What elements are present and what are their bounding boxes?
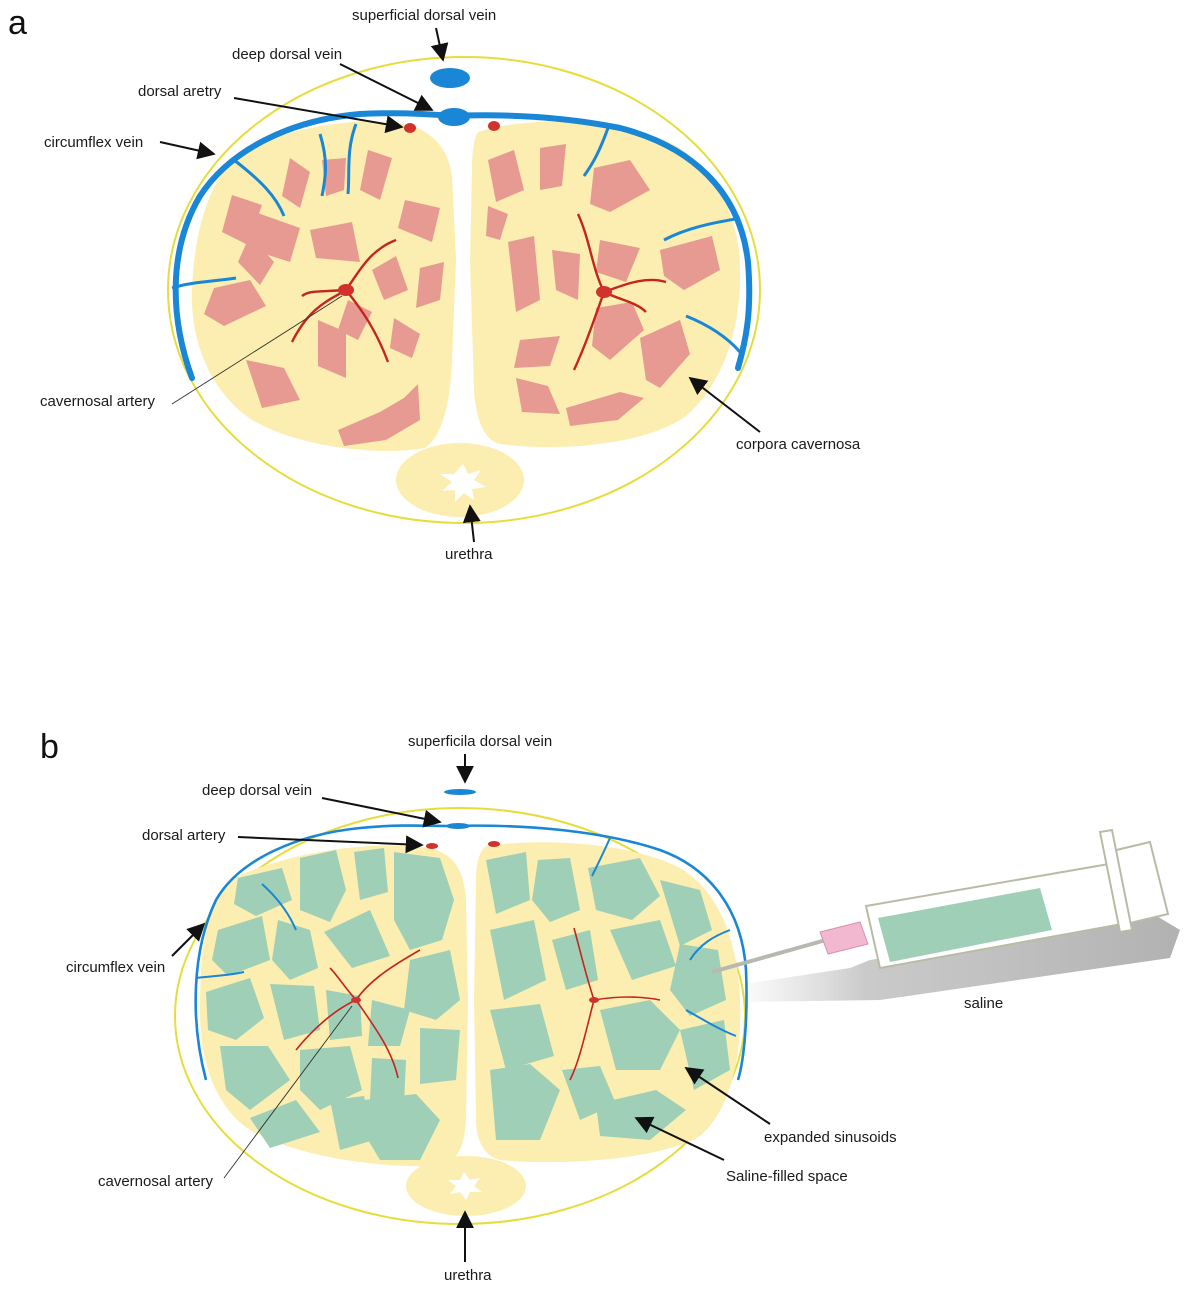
arrow-corpora-cavernosa-a: [688, 376, 761, 433]
urethral-lumen-b: [448, 1172, 482, 1200]
dorsal-artery-left-b: [426, 843, 438, 849]
cavernosal-artery-left-center-a: [338, 284, 354, 296]
label-urethra-a: urethra: [445, 546, 493, 563]
cavernosal-artery-left-center-b: [351, 997, 361, 1003]
leader-cavernosal-artery-a: [171, 295, 343, 405]
label-superficial-dorsal-vein-a: superficial dorsal vein: [352, 7, 496, 24]
syringe-saline-fill: [878, 888, 1052, 962]
panel-b-letter: b: [40, 728, 59, 766]
arrow-urethra-a: [462, 504, 481, 543]
syringe-needle: [711, 938, 827, 974]
label-saline: saline: [964, 995, 1003, 1012]
expanded-sinusoids-b-right: [486, 852, 730, 1140]
label-deep-dorsal-vein-a: deep dorsal vein: [232, 46, 342, 63]
label-dorsal-artery-a: dorsal aretry: [138, 83, 222, 100]
syringe-needle-hub: [819, 921, 869, 955]
arrow-expanded-sinusoids-b: [684, 1067, 771, 1125]
label-saline-filled-space-b: Saline-filled space: [726, 1168, 848, 1185]
panel-a: a: [8, 4, 861, 563]
cavernosal-artery-right-center-b: [589, 997, 599, 1003]
label-corpora-cavernosa-a: corpora cavernosa: [736, 436, 861, 453]
urethral-lumen-a: [440, 464, 486, 502]
label-expanded-sinusoids-b: expanded sinusoids: [764, 1129, 897, 1146]
arrow-circumflex-vein-a: [159, 141, 216, 160]
label-dorsal-artery-b: dorsal artery: [142, 827, 226, 844]
arrow-dorsal-artery-b: [237, 835, 424, 854]
superficial-dorsal-vein-a: [430, 68, 470, 88]
vein-tributaries-a: [171, 123, 742, 353]
label-cavernosal-artery-b: cavernosal artery: [98, 1173, 214, 1190]
panel-a-letter: a: [8, 4, 27, 42]
dorsal-artery-right-a: [488, 121, 500, 131]
label-urethra-b: urethra: [444, 1267, 492, 1284]
vein-tributaries-b: [195, 837, 737, 1037]
label-deep-dorsal-vein-b: deep dorsal vein: [202, 782, 312, 799]
cavernosal-artery-left-b: [295, 949, 421, 1079]
dorsal-artery-right-b: [488, 841, 500, 847]
syringe: [711, 828, 1170, 974]
label-cavernosal-artery-a: cavernosal artery: [40, 393, 156, 410]
sinusoids-a: [204, 150, 444, 446]
cavernosal-artery-right-center-a: [596, 286, 612, 298]
label-circumflex-vein-b: circumflex vein: [66, 959, 165, 976]
arrow-deep-dorsal-vein-b: [321, 797, 442, 828]
deep-dorsal-vein-b: [446, 823, 470, 829]
cavernosal-artery-right-b: [569, 927, 661, 1081]
superficial-dorsal-vein-b: [444, 789, 476, 795]
label-superficial-dorsal-vein-b: superficila dorsal vein: [408, 733, 552, 750]
leader-cavernosal-artery-b: [223, 1005, 353, 1179]
sinusoids-a-right: [486, 144, 720, 426]
arrow-circumflex-vein-b: [171, 922, 206, 957]
arrow-dorsal-artery-a: [233, 97, 404, 134]
dorsal-artery-left-a: [404, 123, 416, 133]
deep-dorsal-vein-a: [438, 108, 470, 126]
arrow-superficial-dorsal-vein-a: [430, 27, 449, 62]
arrow-deep-dorsal-vein-a: [339, 63, 434, 111]
expanded-sinusoids-b-left: [206, 848, 460, 1160]
panel-b: b: [40, 728, 1180, 1284]
syringe-flange: [1098, 828, 1134, 934]
label-circumflex-vein-a: circumflex vein: [44, 134, 143, 151]
arrow-saline-filled-space-b: [634, 1116, 725, 1161]
